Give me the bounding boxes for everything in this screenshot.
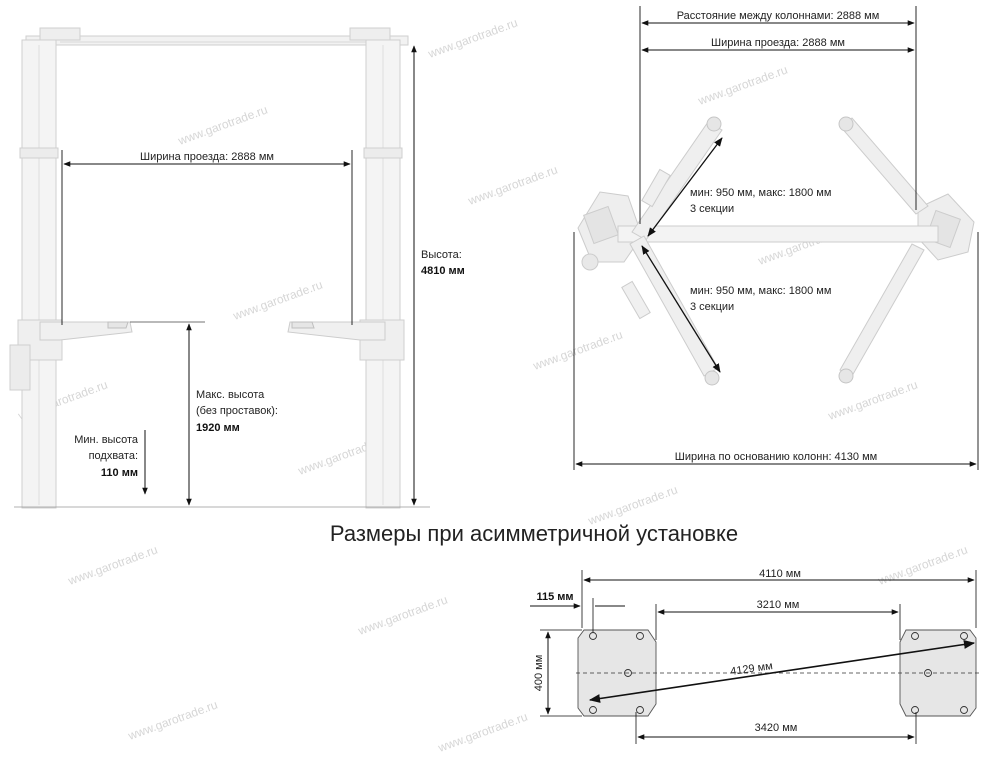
inner-length-label: 3210 мм (757, 599, 800, 611)
top-left-arm-upper (631, 121, 723, 241)
top-right-arm-upper (839, 117, 929, 215)
watermark-1: www.garotrade.ru (425, 15, 519, 61)
front-view: Ширина проезда: 2888 мм Высота: 4810 мм … (9, 27, 465, 509)
top-drive-width-label: Ширина проезда: 2888 мм (711, 37, 845, 49)
overall-length-label: 4110 мм (759, 568, 801, 580)
arm-upper-range: мин: 950 мм, макс: 1800 мм (690, 187, 831, 199)
watermark-16: www.garotrade.ru (435, 709, 529, 755)
depth-label: 400 мм (533, 655, 545, 692)
top-right-arm-lower (839, 243, 925, 377)
offset-label: 115 мм (536, 591, 573, 603)
top-floor-plate (617, 225, 939, 243)
right-lift-pad (291, 321, 315, 329)
watermark-12: www.garotrade.ru (65, 542, 159, 588)
max-height-value: 1920 мм (196, 422, 240, 434)
diagonal-label: 4129 мм (730, 660, 774, 678)
arm-upper-sections: 3 секции (690, 203, 734, 215)
top-beam-bracket-left (39, 27, 81, 41)
height-value: 4810 мм (421, 265, 465, 277)
power-unit (9, 344, 31, 391)
watermark-7: www.garotrade.ru (530, 327, 624, 373)
watermark-6: www.garotrade.ru (230, 277, 324, 323)
watermark-4: www.garotrade.ru (465, 162, 559, 208)
base-plan: 4129 мм 4110 мм 115 мм 3210 мм 400 мм 34… (530, 568, 980, 744)
section-title: Размеры при асимметричной установке (330, 521, 738, 546)
watermark-2: www.garotrade.ru (695, 62, 789, 108)
column-distance-label: Расстояние между колоннами: 2888 мм (677, 10, 880, 22)
arm-lower-dimension (641, 245, 721, 373)
min-height-line1: Мин. высота (74, 434, 139, 446)
arm-lower-sections: 3 секции (690, 301, 734, 313)
height-label: Высота: (421, 249, 462, 261)
max-height-line2: (без проставок): (196, 405, 278, 417)
watermark-14: www.garotrade.ru (125, 697, 219, 743)
top-view: Расстояние между колоннами: 2888 мм Шири… (573, 6, 979, 470)
left-lift-pad (107, 321, 129, 329)
min-height-line2: подхвата: (89, 450, 138, 462)
base-plate-left (577, 629, 657, 717)
front-drive-width-label: Ширина проезда: 2888 мм (140, 151, 274, 163)
bottom-length-label: 3420 мм (755, 722, 798, 734)
watermark-8: www.garotrade.ru (825, 377, 919, 423)
watermark-13: www.garotrade.ru (355, 592, 449, 638)
watermark-15: www.garotrade.ru (875, 542, 969, 588)
base-width-label: Ширина по основанию колонн: 4130 мм (675, 451, 877, 463)
watermark-group: www.garotrade.ru www.garotrade.ru www.ga… (15, 15, 969, 755)
min-height-value: 110 мм (101, 467, 138, 479)
watermark-3: www.garotrade.ru (175, 102, 269, 148)
arm-upper-dimension (647, 137, 723, 237)
max-height-line1: Макс. высота (196, 389, 265, 401)
arm-lower-range: мин: 950 мм, макс: 1800 мм (690, 285, 831, 297)
diagonal-arrow (588, 640, 976, 703)
top-beam-bracket-right (349, 27, 391, 41)
